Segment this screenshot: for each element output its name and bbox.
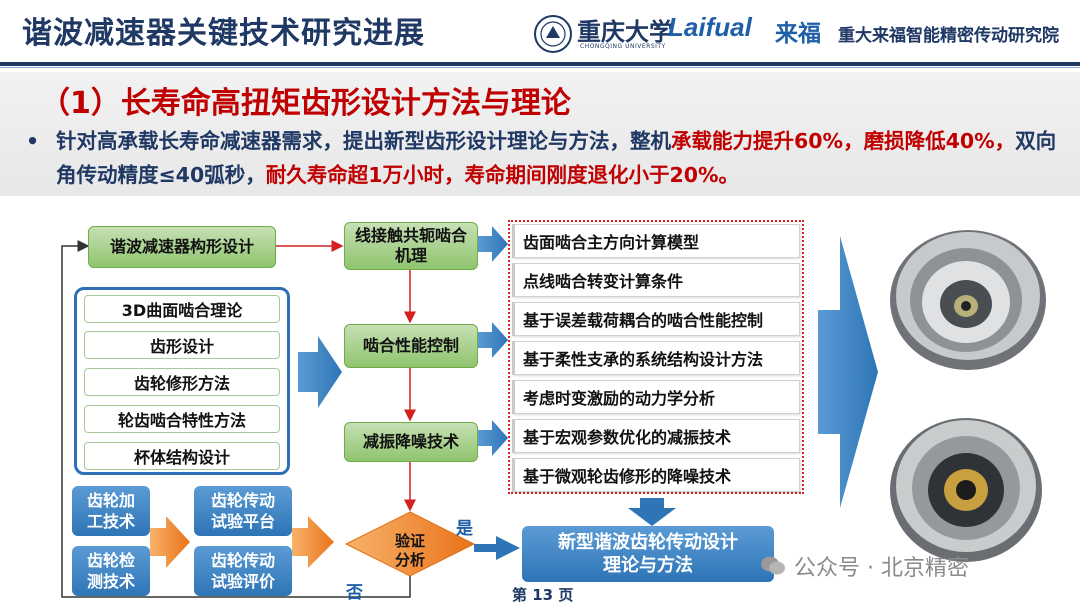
harmonic-reducer-image-1 xyxy=(890,230,1046,370)
mid-node-mesh-control: 啮合性能控制 xyxy=(344,324,478,368)
technique-item-1: 齿面啮合主方向计算模型 xyxy=(512,224,800,258)
process-arrow-2 xyxy=(292,516,334,568)
mid-to-list-arrow-3 xyxy=(478,420,508,456)
theory-item-3: 齿轮修形方法 xyxy=(84,368,280,396)
technique-item-7: 基于微观轮齿修形的降噪技术 xyxy=(512,458,800,492)
process-test-platform: 齿轮传动试验平台 xyxy=(194,486,292,536)
theory-to-mid-arrow xyxy=(298,336,342,408)
feedback-loop-line xyxy=(61,240,411,598)
page-title: 谐波减速器关键技术研究进展 xyxy=(22,16,425,51)
bullet-dot: • xyxy=(26,129,40,153)
bullet-part-1: 针对高承载长寿命减速器需求，提出新型齿形设计理论与方法，整机 xyxy=(56,129,671,153)
laifu-logo-cn: 来福 xyxy=(775,21,821,47)
verify-diamond xyxy=(344,511,476,577)
technique-list-frame xyxy=(508,220,804,494)
theory-item-5: 杯体结构设计 xyxy=(84,442,280,470)
wechat-icon xyxy=(760,555,786,577)
yes-label: 是 xyxy=(456,519,473,539)
no-label: 否 xyxy=(346,583,363,603)
theory-item-1: 3D曲面啮合理论 xyxy=(84,295,280,323)
bullet-part-4: 耐久寿命超1万小时，寿命期间刚度退化小于20%。 xyxy=(265,163,740,187)
bullet-part-3: 双向角传动精度≤40弧秒， xyxy=(56,129,1057,187)
cqu-logo xyxy=(533,14,573,54)
bullet-text: 针对高承载长寿命减速器需求，提出新型齿形设计理论与方法，整机承载能力提升60%，… xyxy=(28,124,1068,192)
harmonic-reducer-image-2 xyxy=(890,418,1042,562)
technique-item-2: 点线啮合转变计算条件 xyxy=(512,263,800,297)
process-inspection: 齿轮检测技术 xyxy=(72,546,150,596)
cqu-name-cn: 重庆大学 xyxy=(577,17,673,46)
cqu-name-en: CHONGQING UNIVERSITY xyxy=(580,43,666,50)
technique-item-4: 基于柔性支承的系统结构设计方法 xyxy=(512,341,800,375)
watermark: 公众号 · 北京精密 xyxy=(760,550,969,582)
process-test-evaluation: 齿轮传动试验评价 xyxy=(194,546,292,596)
technique-item-6: 基于宏观参数优化的减振技术 xyxy=(512,419,800,453)
config-design-node: 谐波减速器构形设计 xyxy=(88,226,276,268)
theory-item-4: 轮齿啮合特性方法 xyxy=(84,405,280,433)
process-machining: 齿轮加工技术 xyxy=(72,486,150,536)
technique-item-3: 基于误差载荷耦合的啮合性能控制 xyxy=(512,302,800,336)
process-arrow-1 xyxy=(150,516,190,568)
mid-to-list-arrow-1 xyxy=(478,226,508,262)
verify-label: 验证分析 xyxy=(394,532,425,569)
yes-arrow xyxy=(474,536,520,560)
summary-band xyxy=(0,72,1080,196)
bullet-part-2: 承载能力提升60%，磨损降低40%， xyxy=(671,129,1016,153)
header-divider xyxy=(0,62,1080,66)
list-to-product-arrow xyxy=(818,236,878,508)
technique-item-5: 考虑时变激励的动力学分析 xyxy=(512,380,800,414)
theory-group-box xyxy=(74,287,290,475)
watermark-text: 公众号 · 北京精密 xyxy=(794,556,969,581)
list-to-result-arrow xyxy=(628,498,676,526)
summary-bullet: • 针对高承载长寿命减速器需求，提出新型齿形设计理论与方法，整机承载能力提升60… xyxy=(26,124,1068,192)
theory-item-2: 齿形设计 xyxy=(84,331,280,359)
mid-node-vibration: 减振降噪技术 xyxy=(344,422,478,462)
cqu-seal-icon xyxy=(534,15,572,53)
laifual-logo-text: Laifual xyxy=(668,12,752,42)
mid-to-list-arrow-2 xyxy=(478,322,508,358)
section-title: （1）长寿命高扭矩齿形设计方法与理论 xyxy=(40,86,571,121)
logo-separator: · xyxy=(654,14,663,39)
result-box: 新型谐波齿轮传动设计理论与方法 xyxy=(522,526,774,582)
mid-node-mesh-mechanism: 线接触共轭啮合机理 xyxy=(344,222,478,270)
header-divider-thin xyxy=(0,67,1080,68)
page-number: 第 13 页 xyxy=(512,586,574,604)
institute-name: 重大来福智能精密传动研究院 xyxy=(838,26,1059,46)
